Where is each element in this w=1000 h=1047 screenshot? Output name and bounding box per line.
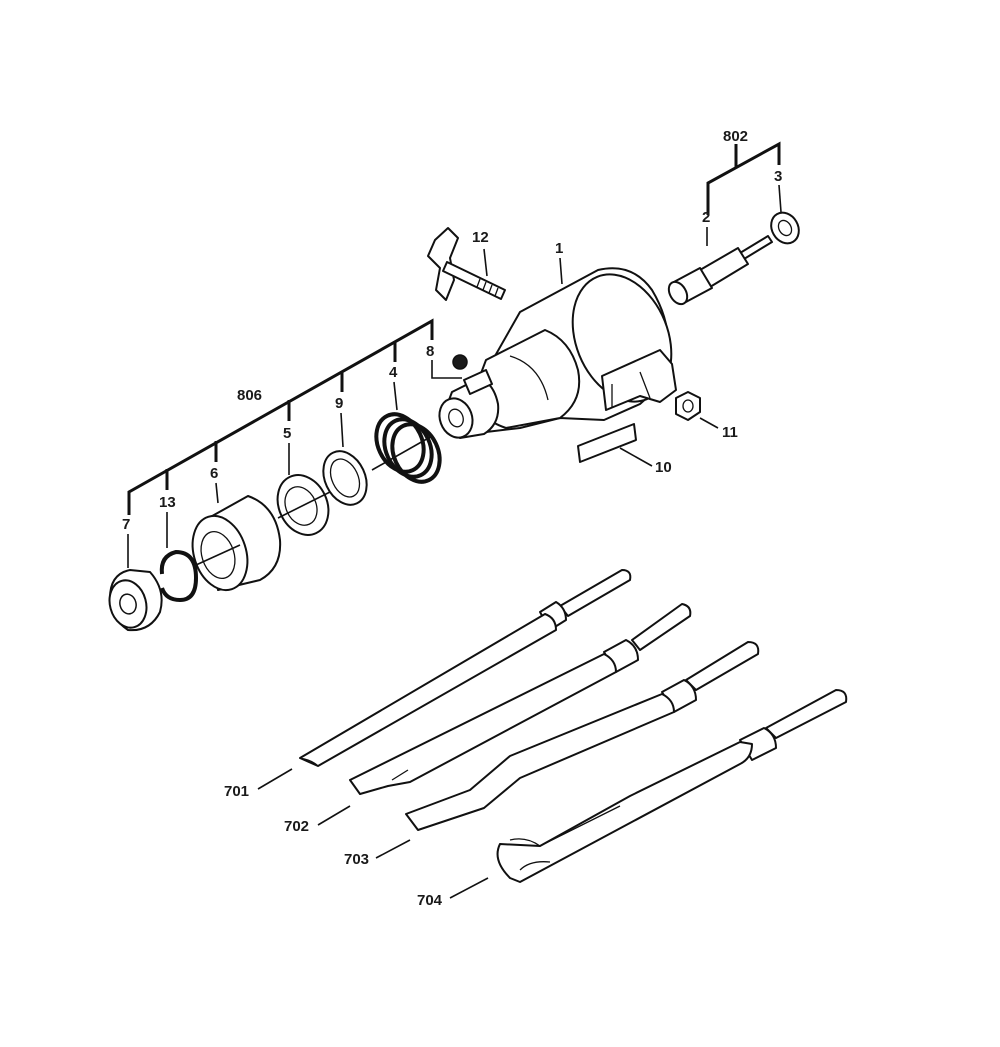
part-701-pointed-chisel — [299, 569, 632, 767]
label-13: 13 — [159, 494, 176, 511]
part-704-gouge-chisel — [496, 689, 848, 883]
part-1-housing — [438, 267, 677, 439]
label-7: 7 — [122, 516, 130, 533]
label-6: 6 — [210, 465, 218, 482]
label-11: 11 — [722, 424, 738, 441]
label-703: 703 — [344, 851, 369, 868]
label-10: 10 — [655, 459, 672, 476]
leader-10 — [619, 447, 653, 467]
label-806: 806 — [237, 387, 262, 404]
part-3-washer — [770, 211, 800, 245]
leader-704 — [449, 877, 489, 899]
label-1: 1 — [555, 240, 563, 257]
leader-9 — [340, 412, 344, 448]
label-9: 9 — [335, 395, 343, 412]
leader-3 — [778, 184, 782, 213]
label-4: 4 — [389, 364, 398, 381]
label-704: 704 — [417, 892, 443, 909]
part-9-ring — [322, 450, 368, 506]
part-6-sleeve — [191, 495, 282, 592]
label-802: 802 — [723, 128, 748, 145]
part-12-t-bolt — [427, 227, 506, 301]
leader-11 — [699, 417, 719, 429]
part-4-spring — [371, 412, 442, 484]
bracket-806 — [127, 318, 434, 515]
part-5-washer — [276, 474, 331, 536]
bracket-802 — [706, 141, 781, 215]
part-11-nut — [675, 391, 701, 421]
part-7-cap-nut — [108, 569, 163, 632]
bracket-8 — [431, 360, 462, 379]
leader-702 — [317, 805, 351, 826]
leader-6 — [215, 482, 219, 504]
label-702: 702 — [284, 818, 309, 835]
leader-703 — [375, 839, 411, 859]
leader-1 — [559, 257, 563, 285]
label-12: 12 — [472, 229, 489, 246]
label-3: 3 — [774, 168, 782, 185]
leader-701 — [257, 768, 293, 790]
leader-4 — [393, 381, 398, 411]
label-2: 2 — [702, 209, 710, 226]
label-8: 8 — [426, 343, 434, 360]
part-10-plate — [577, 423, 637, 463]
part-702-flat-chisel — [349, 603, 692, 795]
part-8-ball — [452, 354, 468, 370]
part-2-shaft — [667, 235, 773, 306]
part-703-wide-chisel — [405, 641, 760, 831]
label-701: 701 — [224, 783, 249, 800]
leader-12 — [483, 248, 488, 277]
part-13-circlip — [159, 549, 199, 603]
label-5: 5 — [283, 425, 291, 442]
